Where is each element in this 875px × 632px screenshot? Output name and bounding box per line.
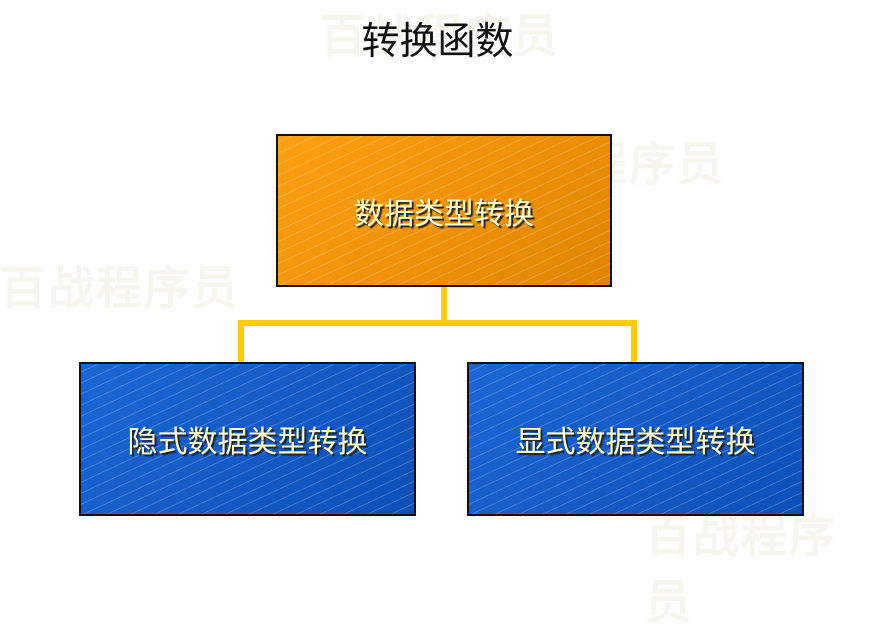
connector-line	[238, 320, 244, 363]
implicit-conversion-node: 隐式数据类型转换	[79, 362, 416, 516]
connector-line	[631, 320, 637, 363]
root-node-label: 数据类型转换	[354, 196, 534, 232]
root-node: 数据类型转换	[276, 134, 612, 287]
node-label: 隐式数据类型转换	[127, 425, 368, 460]
explicit-conversion-node: 显式数据类型转换	[467, 362, 804, 516]
watermark: 百战程序员	[645, 509, 837, 629]
page-title: 转换函数	[361, 19, 514, 63]
node-label: 显式数据类型转换	[515, 425, 756, 460]
watermark: 百战程序员	[320, 9, 560, 63]
connector-line	[441, 286, 447, 324]
connector-line	[238, 320, 637, 326]
watermark: 百战程序员	[0, 261, 240, 315]
